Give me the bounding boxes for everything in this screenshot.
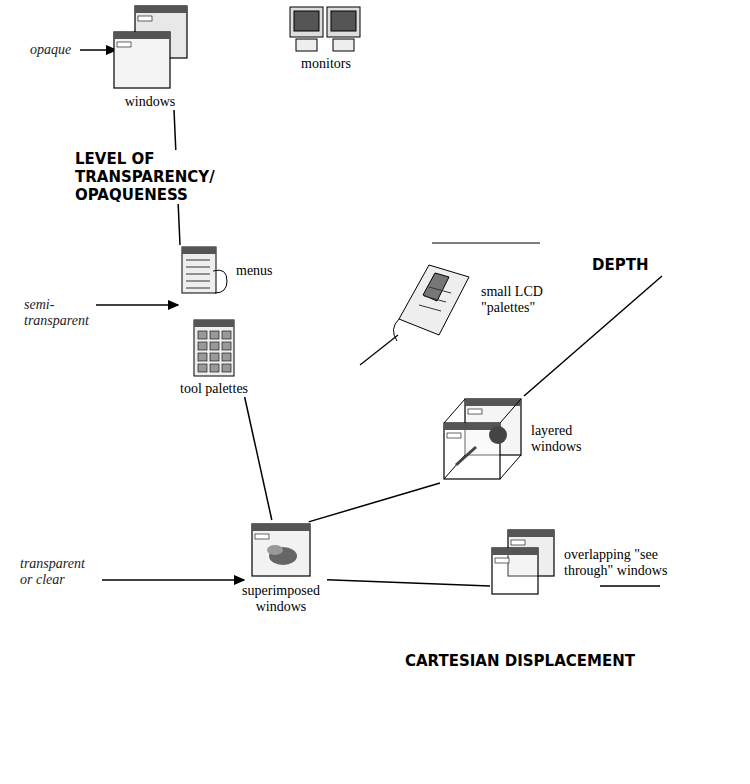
leader-arrow bbox=[96, 579, 244, 580]
ui-icon bbox=[249, 520, 314, 580]
transparency-level: semi-transparent bbox=[22, 297, 96, 329]
lcd-plane bbox=[432, 242, 540, 243]
icon-caption: layered windows bbox=[531, 423, 593, 455]
axis-title: DEPTH bbox=[590, 256, 650, 274]
icon-caption: monitors bbox=[301, 56, 351, 72]
icon-node: menus bbox=[180, 245, 273, 297]
icon-caption: overlapping "see through" windows bbox=[564, 547, 669, 579]
axis-line bbox=[327, 580, 490, 586]
axis-title: CARTESIAN DISPLACEMENT bbox=[403, 652, 637, 670]
ui-icon bbox=[189, 318, 239, 378]
ui-icon bbox=[440, 395, 525, 483]
ui-icon bbox=[490, 528, 558, 598]
cartesian-axis bbox=[600, 585, 660, 587]
axis-title: LEVEL OF TRANSPARENCY/ OPAQUENESS bbox=[73, 150, 227, 204]
axis-line bbox=[245, 397, 272, 520]
axis-line bbox=[309, 483, 440, 522]
icon-node: layered windows bbox=[440, 395, 593, 483]
transparency-level: opaque bbox=[28, 42, 73, 58]
icon-caption: superimposed windows bbox=[235, 583, 327, 615]
icon-node: superimposed windows bbox=[235, 520, 327, 615]
leader-arrow bbox=[80, 49, 116, 50]
icon-caption: small LCD "palettes" bbox=[481, 284, 561, 316]
ui-icon bbox=[288, 5, 364, 53]
depth-axis bbox=[524, 276, 662, 396]
ui-icon bbox=[180, 245, 230, 297]
icon-caption: menus bbox=[236, 263, 273, 279]
icon-node: tool palettes bbox=[180, 318, 248, 397]
ui-icon bbox=[385, 255, 475, 345]
icon-caption: tool palettes bbox=[180, 381, 248, 397]
icon-node: monitors bbox=[288, 5, 364, 72]
icon-node: windows bbox=[110, 5, 190, 110]
icon-node: small LCD "palettes" bbox=[385, 255, 561, 345]
transparency-level: transparent or clear bbox=[18, 556, 102, 588]
icon-caption: windows bbox=[125, 94, 176, 110]
icon-node: overlapping "see through" windows bbox=[490, 528, 669, 598]
lcd-plane bbox=[360, 335, 398, 365]
ui-icon bbox=[110, 5, 190, 91]
